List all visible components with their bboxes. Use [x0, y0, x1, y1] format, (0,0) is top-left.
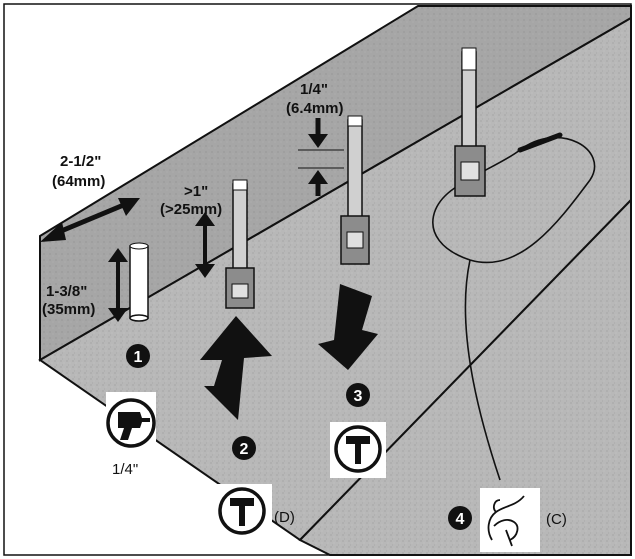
hole-1: [129, 242, 149, 322]
svg-text:2: 2: [240, 441, 249, 458]
svg-text:1: 1: [134, 349, 143, 366]
step-1-marker: 1: [126, 344, 150, 368]
gap-inch-label: >1": [184, 183, 208, 200]
wire-plug: [517, 132, 563, 153]
width-inch-label: 2-1/2": [60, 153, 101, 170]
hammer-icon: [214, 484, 272, 540]
drill-size-caption: 1/4": [112, 461, 138, 478]
depth-inch-label: 1-3/8": [46, 283, 87, 300]
gap-mm-label: (>25mm): [160, 201, 222, 218]
sensor-2: [225, 179, 255, 309]
depth-mm-label: (35mm): [42, 301, 95, 318]
hand-icon: [480, 488, 540, 552]
dimension-depth-arrow: [108, 248, 128, 322]
offset-inch-label: 1/4": [300, 81, 328, 98]
up-arrow: [200, 316, 272, 420]
step-2-marker: 2: [232, 436, 256, 460]
hammer-d-caption: (D): [274, 509, 295, 526]
hammer-icon-step-3: [330, 422, 386, 478]
dimension-width-arrow: [40, 198, 140, 242]
step-3-marker: 3: [346, 383, 370, 407]
sensor-3: [340, 115, 370, 265]
step-4-marker: 4: [448, 506, 472, 530]
hand-c-caption: (C): [546, 511, 567, 528]
wire-cable: [432, 136, 596, 481]
dimension-gap-arrow: [195, 212, 215, 278]
svg-text:3: 3: [354, 388, 363, 405]
svg-text:4: 4: [456, 511, 465, 528]
dimension-offset-arrows: [298, 118, 344, 196]
width-mm-label: (64mm): [52, 173, 105, 190]
sensor-4: [454, 47, 486, 197]
down-arrow: [318, 284, 378, 370]
offset-mm-label: (6.4mm): [286, 100, 344, 117]
drill-icon: [106, 392, 156, 454]
